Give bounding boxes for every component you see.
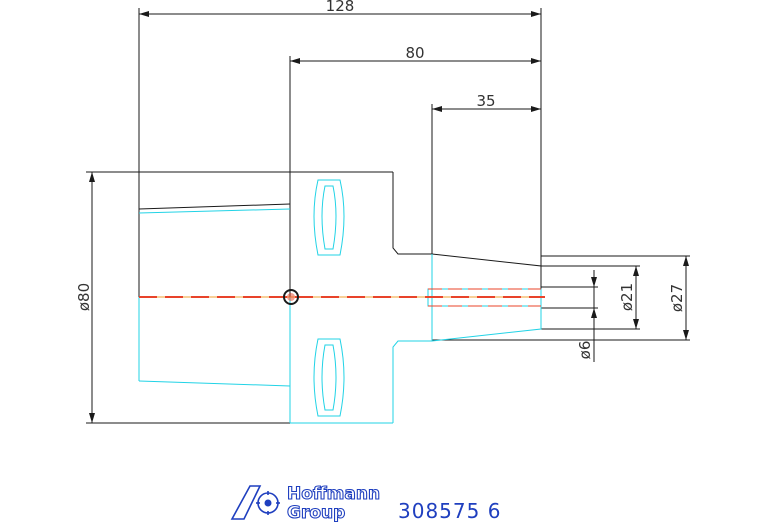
- hoffmann-logo: Hoffmann Group: [230, 483, 381, 523]
- dimension-arrows: [89, 11, 689, 423]
- dim-bore-diameter: ø21: [618, 283, 636, 311]
- part-number: 308575 6: [398, 499, 501, 523]
- cross-pin-center: [287, 293, 295, 301]
- cross-pin-circle: [283, 289, 299, 305]
- part-outline: [138, 171, 542, 297]
- centerline: [139, 288, 545, 307]
- brand-name-line2: Group: [287, 503, 345, 523]
- hidden-edges: [138, 179, 542, 424]
- dim-body-diameter: ø80: [75, 283, 93, 311]
- brand-name-line1: Hoffmann: [287, 484, 380, 504]
- dim-shank-diameter: ø27: [668, 284, 686, 312]
- dimension-lines: [86, 8, 690, 424]
- logo-mark-icon: [230, 485, 262, 520]
- dim-shank-length: 35: [476, 92, 495, 110]
- dim-overall-length: 128: [326, 0, 355, 15]
- dim-mid-length: 80: [405, 44, 424, 62]
- dim-pin-diameter: ø6: [576, 341, 594, 360]
